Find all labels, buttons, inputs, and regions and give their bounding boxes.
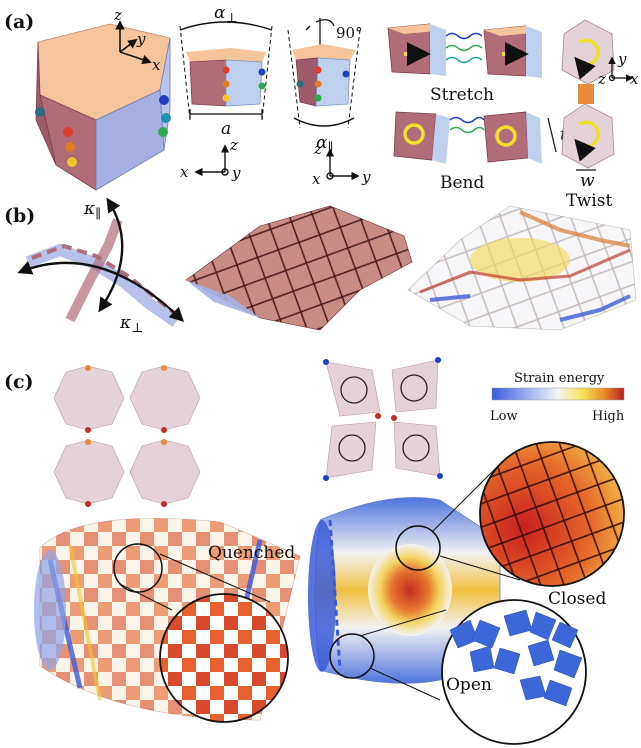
stretch-label: Stretch [430,85,494,105]
bend-diagram [393,111,557,164]
axes-twist-y: y [617,50,627,68]
axes-xz [194,144,230,177]
alpha-perp-label: α⊥ [214,3,238,26]
width-label: w [580,171,595,191]
axes-zy-y: y [361,168,371,186]
rotation-label: 90° [336,24,363,42]
twist-label: Twist [566,191,612,211]
side-view-block [287,18,361,129]
side-a-label: a [221,119,231,139]
stretch-diagram [387,23,542,78]
kappa-perp-label: κ⊥ [119,313,143,336]
kappa-par-label: κ∥ [83,199,101,222]
quenched-cylinder [34,518,301,723]
colorbar-title: Strain energy [514,371,605,386]
open-zoom [441,599,587,745]
colorbar-high: High [592,409,625,424]
axes-xz-y: y [231,164,241,182]
axes-twist-x: x [630,70,639,88]
axis-z-label: z [113,6,122,24]
axes-zy-z: z [313,140,322,158]
rotating-tiles [323,357,443,481]
closed-zoom [479,441,625,587]
axes-xz-z: z [229,136,238,154]
colorbar [491,387,625,401]
colorbar-low: Low [490,409,518,424]
open-label: Open [446,675,492,695]
panel-label-b: (b) [4,205,35,227]
twist-diagram [561,19,615,171]
block-3d [35,23,171,191]
strain-saddle [407,205,637,331]
axes-3d [115,20,152,65]
curvature-strip [17,197,185,327]
axes-twist [608,56,634,82]
quenched-tiles [53,365,201,507]
panel-label-c: (c) [4,371,34,393]
axis-x-label: x [152,56,161,74]
front-view-block [179,21,273,121]
axis-y-label: y [136,30,146,48]
axes-zy-x: x [312,170,321,188]
axes-twist-z: z [597,70,606,88]
axes-zy [325,148,360,181]
quenched-label: Quenched [208,543,295,563]
axes-xz-x: x [180,163,189,181]
closed-label: Closed [548,589,606,609]
saddle-sheet [185,205,413,331]
panel-label-a: (a) [4,11,34,33]
bend-label: Bend [440,173,485,193]
